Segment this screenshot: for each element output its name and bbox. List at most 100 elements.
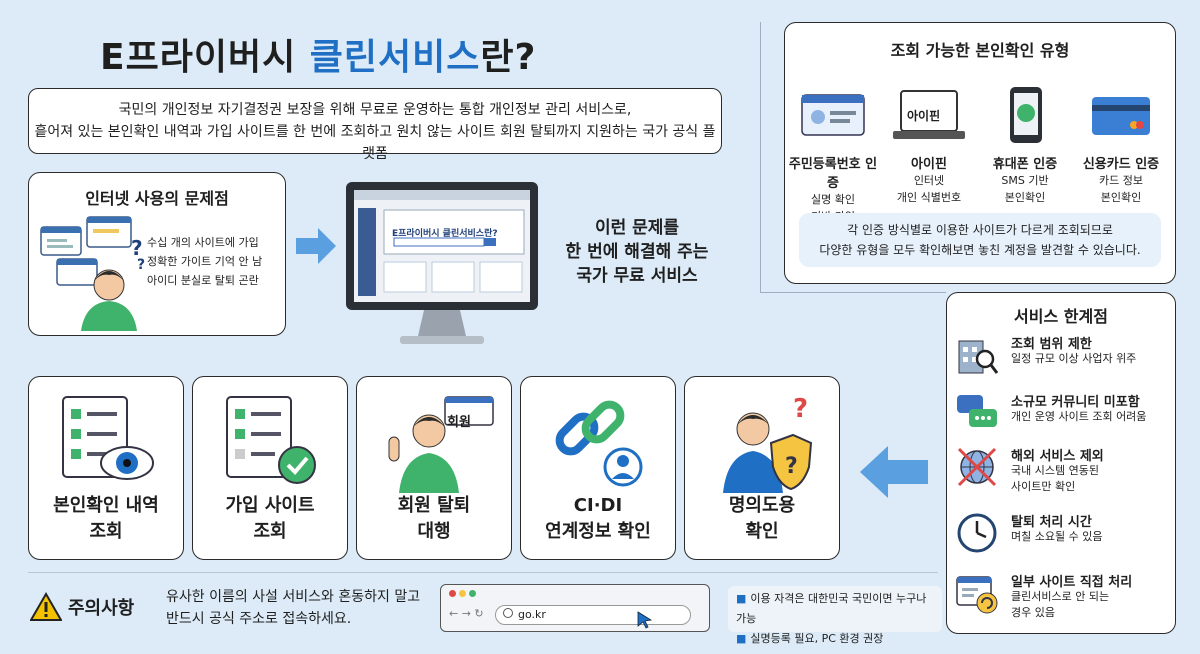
- auth-type-name: 신용카드 인증: [1082, 157, 1160, 172]
- chat-icon: [957, 395, 997, 427]
- limit-title: 일부 사이트 직접 처리: [1011, 575, 1133, 590]
- auth-type-item: 신용카드 인증 카드 정보 본인확인: [1073, 87, 1169, 206]
- feature-label-line: 조회: [89, 521, 123, 542]
- feature-card: 가입 사이트 조회: [192, 376, 348, 560]
- auth-type-desc: 본인확인: [1100, 191, 1142, 204]
- problem-title: 인터넷 사용의 문제점: [85, 189, 229, 208]
- limit-desc: 국내 시스템 연동된 사이트만 확인: [1011, 463, 1099, 495]
- auth-type-desc: 본인확인: [1004, 191, 1046, 204]
- auth-type-desc: 카드 정보: [1099, 174, 1143, 187]
- auth-type-item: 주민등록번호 인증 실명 확인 기반 가입: [785, 87, 881, 225]
- feature-label: 가입 사이트 조회: [193, 493, 347, 545]
- limit-desc-line: 사이트만 확인: [1011, 480, 1076, 493]
- eligibility-line: ■이용 자격은 대한민국 국민이면 누구나 가능: [736, 592, 927, 625]
- divider: [28, 572, 938, 573]
- nav-arrows-icon[interactable]: ← → ↻: [449, 607, 484, 620]
- warning-line: 반드시 공식 주소로 접속하세요.: [166, 611, 352, 627]
- identity-theft-icon: ? ?: [723, 394, 813, 493]
- monitor-screen-title: E프라이버시 클린서비스란?: [392, 229, 498, 239]
- connector-line: [760, 292, 946, 293]
- svg-text:?: ?: [137, 257, 145, 273]
- limit-desc: 일정 규모 이상 사업자 위주: [1011, 352, 1137, 365]
- limit-desc-line: 클린서비스로 안 되는: [1011, 590, 1110, 603]
- eligibility-note: ■이용 자격은 대한민국 국민이면 누구나 가능 ■실명등록 필요, PC 환경…: [728, 586, 942, 645]
- auth-type-desc: SMS 기반: [1001, 174, 1049, 187]
- auth-type-desc: 인터넷: [913, 174, 945, 187]
- auth-types-note: 각 인증 방식별로 이용한 사이트가 다르게 조회되므로 다양한 유형을 모두 …: [799, 213, 1161, 267]
- link-user-icon: [555, 400, 643, 487]
- page-title: E프라이버시 클린서비스란?: [100, 37, 537, 78]
- problem-card: 인터넷 사용의 문제점 ? ? 수십 개의 사이트에 가입 정확한 가이트 기억…: [28, 172, 286, 336]
- auth-type-item: 아이핀 아이핀 인터넷 개인 식별번호: [881, 87, 977, 206]
- limit-title: 조회 범위 제한: [1011, 337, 1092, 352]
- limit-item: 조회 범위 제한 일정 규모 이상 사업자 위주: [955, 333, 1173, 389]
- feature-label-line: 명의도용: [728, 495, 796, 516]
- feature-card: ? ? 명의도용 확인: [684, 376, 840, 560]
- svg-text:?: ?: [793, 394, 808, 424]
- browser-window: ← → ↻ go.kr: [440, 584, 710, 632]
- problem-list: 수십 개의 사이트에 가입 정확한 가이트 기억 안 남 아이디 분실로 탈퇴 …: [147, 233, 262, 290]
- waving-person-icon: [388, 396, 494, 493]
- feature-label: 명의도용 확인: [685, 493, 839, 545]
- limit-desc-line: 국내 시스템 연동된: [1011, 464, 1099, 477]
- feature-label: 본인확인 내역 조회: [29, 493, 183, 545]
- solution-text: 이런 문제를 한 번에 해결해 주는 국가 무료 서비스: [548, 216, 726, 288]
- address-bar[interactable]: go.kr: [495, 605, 691, 625]
- limit-item: 탈퇴 처리 시간 며칠 소요될 수 있음: [955, 511, 1173, 567]
- limit-title: 소규모 커뮤니티 미포함: [1011, 395, 1140, 410]
- clock-icon: [957, 513, 997, 553]
- cursor-icon: [637, 611, 653, 629]
- feature-card: CI·DI 연계정보 확인: [520, 376, 676, 560]
- limit-desc-line: 경우 있음: [1011, 606, 1055, 619]
- arrow-right-icon: [296, 228, 336, 264]
- feature-card: 회원 회원 탈퇴 대행: [356, 376, 512, 560]
- window-refresh-icon: [956, 576, 998, 614]
- checklist-eye-icon: [62, 396, 154, 480]
- globe-icon: [503, 608, 513, 618]
- id-card-icon: [801, 94, 865, 136]
- solution-line: 국가 무료 서비스: [576, 266, 698, 286]
- limit-desc: 클린서비스로 안 되는 경우 있음: [1011, 589, 1109, 621]
- laptop-icon: [893, 90, 965, 139]
- auth-type-desc: 개인 식별번호: [896, 191, 962, 204]
- close-dot-icon: [449, 590, 456, 597]
- building-search-icon: [958, 340, 999, 374]
- address-url: go.kr: [518, 608, 546, 621]
- arrow-left-icon: [860, 446, 928, 498]
- feature-label-line: 본인확인 내역: [53, 495, 159, 516]
- feature-label-line: CI·DI: [573, 495, 623, 516]
- limits-card: 서비스 한계점 조회 범위 제한 일정 규모 이상 사업자 위주 소규모 커뮤니…: [946, 292, 1176, 634]
- connector-line: [760, 22, 761, 292]
- confused-person-icon: ? ?: [40, 216, 145, 331]
- auth-types-card: 조회 가능한 본인확인 유형 주민등록번호 인증 실명 확인 기반 가입 아이핀…: [784, 22, 1176, 284]
- note-line: 다양한 유형을 모두 확인해보면 놓친 계정을 발견할 수 있습니다.: [819, 243, 1141, 257]
- auth-type-desc: 실명 확인: [811, 193, 855, 206]
- maximize-dot-icon: [469, 590, 476, 597]
- feature-label-line: 대행: [417, 521, 451, 542]
- feature-label-line: 조회: [253, 521, 287, 542]
- warning-icon: [30, 592, 62, 621]
- laptop-screen-text: 아이핀: [907, 109, 941, 123]
- feature-card: 본인확인 내역 조회: [28, 376, 184, 560]
- credit-card-icon: [1092, 97, 1150, 135]
- problem-item: 정확한 가이트 기억 안 남: [147, 255, 263, 268]
- auth-type-name: 주민등록번호 인증: [788, 157, 878, 191]
- globe-cross-icon: [957, 447, 997, 487]
- auth-type-name: 휴대폰 인증: [992, 157, 1058, 172]
- problem-item: 수십 개의 사이트에 가입: [147, 236, 259, 249]
- minimize-dot-icon: [459, 590, 466, 597]
- note-line: 각 인증 방식별로 이용한 사이트가 다르게 조회되므로: [847, 223, 1113, 237]
- limit-item: 해외 서비스 제외 국내 시스템 연동된 사이트만 확인: [955, 445, 1173, 501]
- phone-icon: [1010, 87, 1042, 143]
- limit-title: 해외 서비스 제외: [1011, 449, 1104, 464]
- intro-box: 국민의 개인정보 자기결정권 보장을 위해 무료로 운영하는 통합 개인정보 관…: [28, 88, 722, 162]
- monitor-icon: [346, 182, 538, 344]
- feature-label: CI·DI 연계정보 확인: [521, 493, 675, 545]
- warning-text: 유사한 이름의 사설 서비스와 혼동하지 말고 반드시 공식 주소로 접속하세요…: [166, 586, 420, 630]
- feature-label-line: 가입 사이트: [225, 495, 315, 516]
- warning-line: 유사한 이름의 사설 서비스와 혼동하지 말고: [166, 589, 421, 605]
- solution-line: 한 번에 해결해 주는: [565, 242, 709, 262]
- solution-line: 이런 문제를: [594, 218, 680, 238]
- eligibility-line: ■실명등록 필요, PC 환경 권장: [736, 632, 884, 645]
- limit-item: 일부 사이트 직접 처리 클린서비스로 안 되는 경우 있음: [955, 571, 1173, 627]
